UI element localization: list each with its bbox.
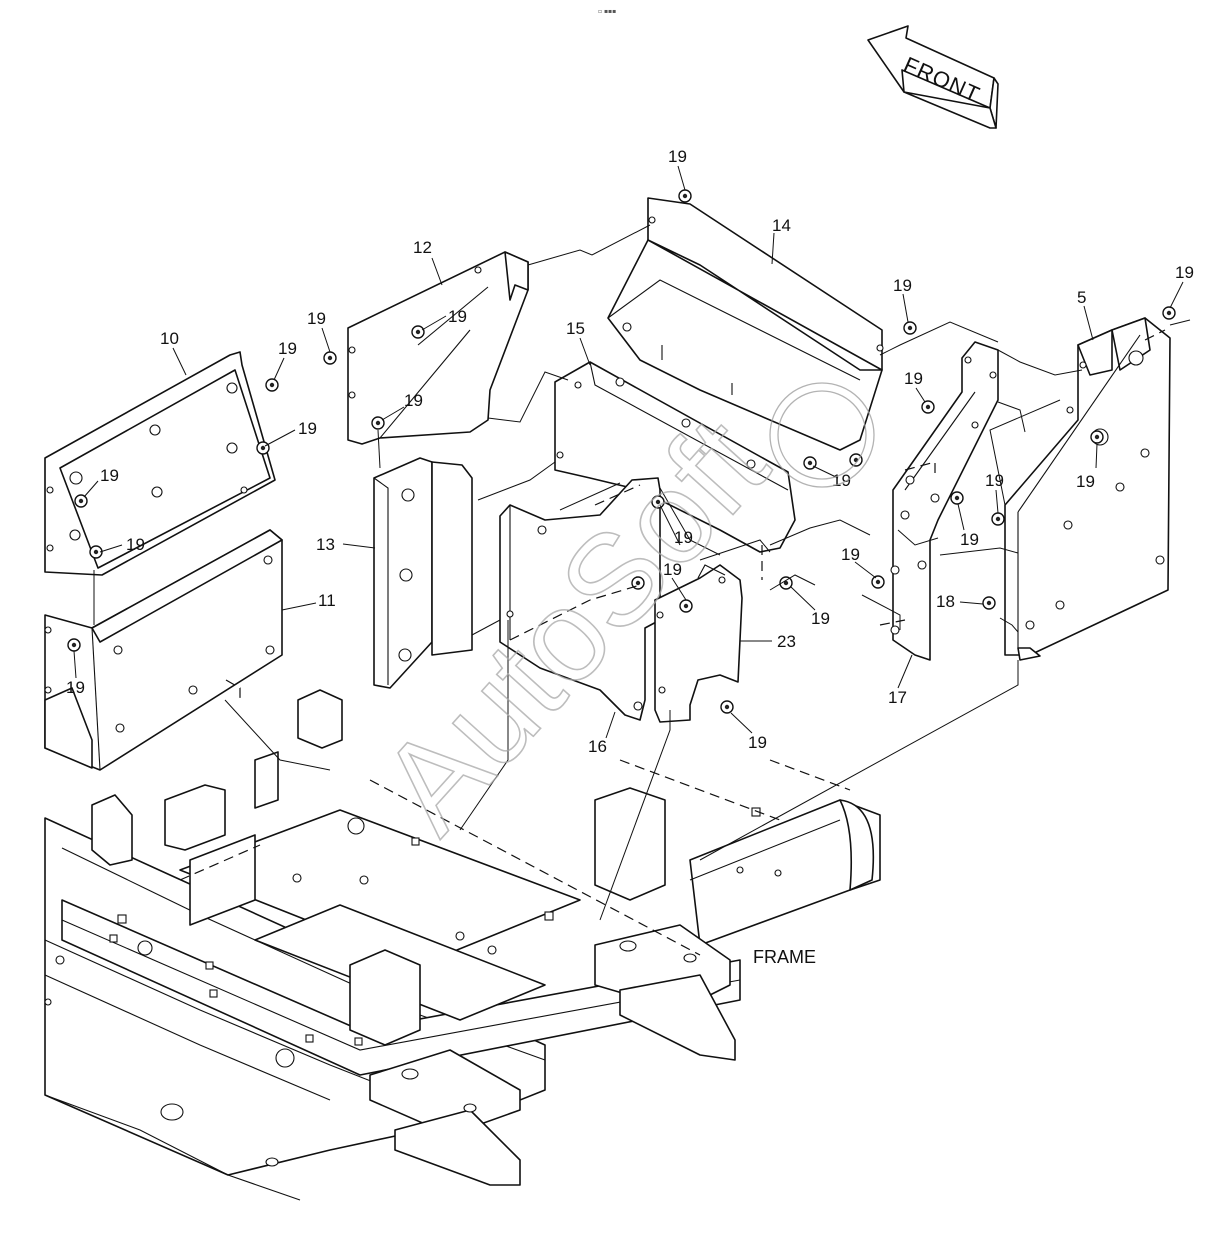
callout-19: 19 xyxy=(960,530,979,549)
callout-19: 19 xyxy=(404,391,423,410)
part-14-duct xyxy=(607,197,884,451)
callout-19: 19 xyxy=(674,528,693,547)
front-arrow: FRONT xyxy=(867,25,999,129)
callout-19: 19 xyxy=(278,339,297,358)
part-12-bracket xyxy=(347,251,529,445)
bolt-19 xyxy=(903,321,917,335)
bolt-19 xyxy=(720,700,734,714)
bolt-19 xyxy=(67,638,81,652)
part-10-cover xyxy=(44,351,276,576)
bolt-19 xyxy=(803,456,817,470)
callout-18: 18 xyxy=(936,592,955,611)
part-16-plate xyxy=(499,477,661,721)
bolt-19 xyxy=(651,495,665,509)
bolt-19 xyxy=(1162,306,1176,320)
part-17-bracket xyxy=(890,341,999,661)
callout-19: 19 xyxy=(307,309,326,328)
frame-label: FRAME xyxy=(753,947,816,967)
bolt-19 xyxy=(678,189,692,203)
part-23-plate xyxy=(654,564,743,723)
fasteners xyxy=(67,189,1176,714)
frame-assembly xyxy=(44,689,881,1201)
callout-13: 13 xyxy=(316,535,335,554)
part-13-panel xyxy=(373,457,473,689)
callout-19: 19 xyxy=(904,369,923,388)
callout-leaders xyxy=(73,165,1184,739)
callout-19: 19 xyxy=(1076,472,1095,491)
assembly-lines xyxy=(93,224,1191,921)
bolt-19 xyxy=(323,351,337,365)
callout-19: 19 xyxy=(811,609,830,628)
callout-19: 19 xyxy=(126,535,145,554)
callout-19: 19 xyxy=(893,276,912,295)
bolt-18 xyxy=(982,596,996,610)
callout-19: 19 xyxy=(298,419,317,438)
header-marker: ▫ ▪▪▪ xyxy=(598,8,616,15)
callout-11: 11 xyxy=(318,591,336,610)
callout-19: 19 xyxy=(985,471,1004,490)
callout-10: 10 xyxy=(160,329,179,348)
callout-5: 5 xyxy=(1077,288,1086,307)
bolt-19 xyxy=(991,512,1005,526)
bolt-19 xyxy=(371,416,385,430)
callout-23: 23 xyxy=(777,632,796,651)
callout-19: 19 xyxy=(66,678,85,697)
bolt-19 xyxy=(265,378,279,392)
callout-19: 19 xyxy=(100,466,119,485)
bolt-19 xyxy=(779,576,793,590)
callout-19: 19 xyxy=(448,307,467,326)
callout-14: 14 xyxy=(772,216,791,235)
bolt-19 xyxy=(256,441,270,455)
callout-19: 19 xyxy=(748,733,767,752)
callout-15: 15 xyxy=(566,319,585,338)
callout-12: 12 xyxy=(413,238,432,257)
callout-19: 19 xyxy=(668,147,687,166)
callout-19: 19 xyxy=(841,545,860,564)
callout-19: 19 xyxy=(663,560,682,579)
callout-labels: 19 14 12 19 19 19 5 19 15 10 19 19 19 19… xyxy=(66,147,1194,756)
bolt-19 xyxy=(921,400,935,414)
bolt-19 xyxy=(411,325,425,339)
callout-19: 19 xyxy=(1175,263,1194,282)
part-11-cover xyxy=(44,529,283,771)
callout-16: 16 xyxy=(588,737,607,756)
bolt-19 xyxy=(89,545,103,559)
bolt-19 xyxy=(950,491,964,505)
bolt-19 xyxy=(871,575,885,589)
part-15-cover xyxy=(554,361,796,553)
bolt-19 xyxy=(1090,430,1104,444)
callout-17: 17 xyxy=(888,688,907,707)
bolt-19 xyxy=(74,494,88,508)
